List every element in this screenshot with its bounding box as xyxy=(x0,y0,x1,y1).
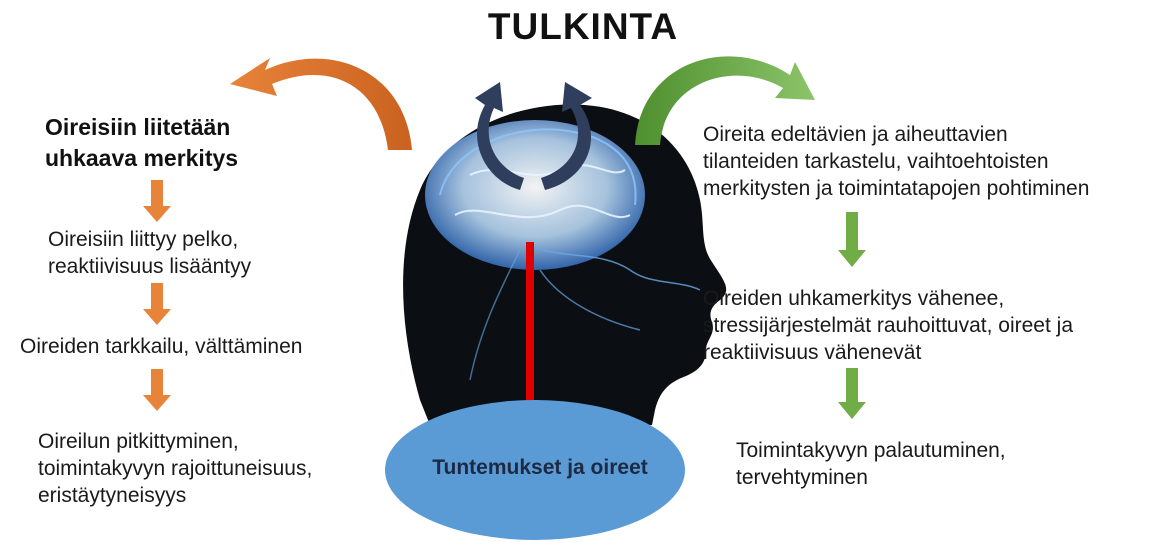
head-illustration xyxy=(395,100,740,425)
left-step-1: Oireisiin liittyy pelko, reaktiivisuus l… xyxy=(48,226,251,280)
left-down-arrow-1 xyxy=(143,180,171,222)
left-down-arrow-2 xyxy=(143,283,171,325)
left-down-arrows xyxy=(143,180,171,411)
right-down-arrow-1 xyxy=(838,212,866,267)
left-step-2: Oireiden tarkkailu, välttäminen xyxy=(20,333,302,360)
right-down-arrow-2 xyxy=(838,368,866,419)
left-heading: Oireisiin liitetään uhkaava merkitys xyxy=(45,112,238,174)
spine-line xyxy=(526,242,534,412)
left-step-3: Oireilun pitkittyminen, toimintakyvyn ra… xyxy=(38,428,312,509)
ellipse-label: Tuntemukset ja oireet xyxy=(385,456,695,480)
left-down-arrow-3 xyxy=(143,369,171,411)
right-step-3: Toimintakyvyn palautuminen, tervehtymine… xyxy=(736,437,1006,491)
orange-curved-arrow xyxy=(230,58,412,150)
diagram-title: TULKINTA xyxy=(0,6,1166,48)
right-step-1: Oireita edeltävien ja aiheuttavien tilan… xyxy=(703,121,1089,202)
right-step-2: Oireiden uhkamerkitys vähenee, stressijä… xyxy=(703,285,1073,366)
